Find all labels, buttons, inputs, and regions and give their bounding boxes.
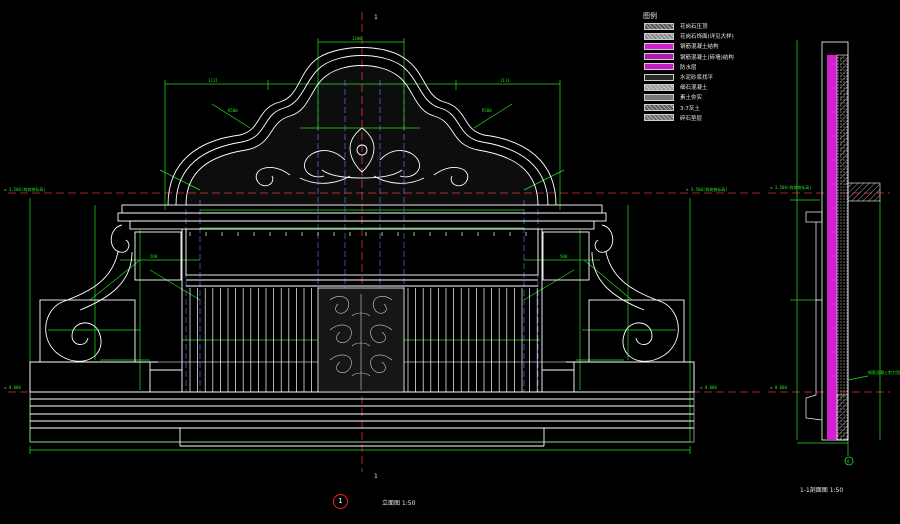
concrete-swatch [644,53,674,61]
dim-arc-right: R500 [482,108,492,113]
drawing-labels: 1 1 ± 3.500(构筑物标高) ± 3.500(构筑物标高) ± 0.00… [4,14,900,480]
level-label-section-base: ± 0.000 [770,385,787,390]
dimension-lines [29,38,881,456]
dim-arc-left: R500 [228,108,238,113]
legend-item: 水泥砂浆找平 [644,72,736,82]
waterproof-swatch [644,63,674,71]
dim-top-right: 1111 [500,78,510,83]
gravel-swatch [644,114,674,122]
dim-left-mid: 500 [150,254,158,259]
dim-top-mid: 1200 [352,36,362,41]
flute-lines [189,232,538,392]
legend-item: 防水层 [644,62,736,72]
level-label-right-top: ± 3.500(构筑物标高) [686,186,728,192]
legend-item-label: 细石混凝土 [680,85,708,92]
gravel-swatch [644,83,674,91]
legend-item-label: 钢筋混凝土(砖墙)结构 [680,54,734,61]
level-label-left-top: ± 3.500(构筑物标高) [4,186,46,192]
lime-soil-swatch [644,104,674,112]
legend-item: 素土夯实 [644,92,736,102]
level-label-left-base: ± 0.000 [4,385,21,390]
legend-item-label: 花岗石饰面(详见大样) [680,34,734,41]
concrete-swatch [644,42,674,50]
axis-label-top: 1 [374,14,378,21]
legend-item: 细石混凝土 [644,82,736,92]
legend-title: 图例 [643,12,657,20]
legend-item: 3:7灰土 [644,103,736,113]
mortar-swatch [644,73,674,81]
legend-item-label: 钢筋混凝土结构 [680,44,719,51]
dim-right-mid: 500 [560,254,568,259]
section-view [805,41,881,466]
legend-item: 花岗石压顶 [644,21,736,31]
dim-top-left: 1111 [208,78,218,83]
legend-item: 钢筋混凝土(砖墙)结构 [644,52,736,62]
legend-item-label: 防水层 [680,64,697,71]
axis-label-bottom: 1 [374,473,378,480]
section-note: 钢筋混凝土剪力墙 [868,369,900,375]
legend-item-label: 花岗石压顶 [680,24,708,31]
hatch-swatch [644,22,674,30]
pediment-fill [186,65,538,205]
soil-swatch [644,93,674,101]
legend-item: 碎石垫层 [644,113,736,123]
legend-item-label: 水泥砂浆找平 [680,75,714,82]
legend: 花岗石压顶花岗石饰面(详见大样) 钢筋混凝土结构钢筋混凝土(砖墙)结构防水层水泥砂… [644,21,736,123]
main-drawing-title: 立面图 1:50 [382,500,416,507]
section-axis-label: A [847,459,850,464]
legend-item: 钢筋混凝土结构 [644,41,736,51]
center-ornament-panel [317,287,405,393]
stone-swatch [644,32,674,40]
drawing-index-marker: 1 [333,494,348,509]
legend-item-label: 碎石垫层 [680,115,703,122]
level-label-right-base: ± 0.000 [700,385,717,390]
legend-item: 花岗石饰面(详见大样) [644,31,736,41]
legend-item-label: 素土夯实 [680,95,703,102]
section-drawing-title: 1-1剖面图 1:50 [800,487,844,494]
legend-item-label: 3:7灰土 [680,105,700,112]
level-label-section-top: ± 3.500(构筑物标高) [770,184,812,190]
